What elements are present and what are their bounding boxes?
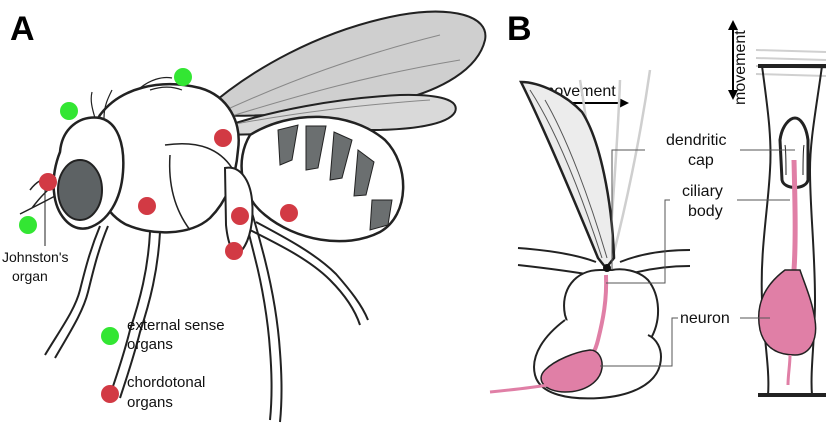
scolopale-inner [784, 144, 805, 176]
bristle-inner [529, 89, 608, 259]
neuron-axon [489, 383, 549, 394]
legend-chordotonal-label-line1: chordotonal [127, 374, 205, 391]
external-organ-dot [60, 102, 78, 120]
neuron-body [540, 349, 603, 393]
chordotonal-organ-dot [225, 242, 243, 260]
legend-external-label-line2: organs [127, 336, 173, 353]
ciliary-body-label-line1: ciliary [682, 183, 723, 200]
fly-bristles [90, 76, 183, 119]
movement-vertical-label: movement [732, 30, 749, 105]
external-organ-dot [174, 68, 192, 86]
chordotonal-axon [786, 354, 792, 386]
chordotonal-organ-diagram [755, 49, 827, 397]
movement-vertical-arrowhead-bottom [728, 90, 738, 100]
ciliary-body-label-line2: body [688, 203, 723, 220]
chordotonal-ghost-lines [755, 49, 827, 77]
external-organ-dot [19, 216, 37, 234]
fly-leg-hind-2 [249, 221, 369, 326]
fly-wing-veins [214, 34, 461, 126]
dendritic-cap-label-line2: cap [688, 152, 714, 169]
johnstons-label-line1: Johnston's [2, 249, 69, 265]
chordotonal-organ-dot [39, 173, 57, 191]
dendritic-cap-dot [603, 264, 611, 272]
chordotonal-neuron-body [758, 269, 817, 356]
chordotonal-organ-dot [231, 207, 249, 225]
dendritic-cap-leader [611, 149, 795, 270]
chordotonal-outline [760, 65, 823, 396]
panel-a-letter: A [10, 10, 35, 48]
chordotonal-organ-dot [280, 204, 298, 222]
panel-b-letter: B [507, 10, 532, 48]
ciliary-body-leader [606, 199, 790, 284]
scolopale-cap [778, 116, 810, 189]
neuron-leader [600, 317, 770, 367]
fly-leg-front [44, 225, 109, 359]
legend-chordotonal-swatch [101, 385, 119, 403]
movement-vertical-arrowhead-top [728, 20, 738, 30]
fly-leg-middle [109, 231, 161, 399]
abdomen-stripes [277, 124, 393, 231]
neuron-label: neuron [680, 310, 730, 327]
chordotonal-neuron-dendrite [791, 159, 798, 271]
legend-external-label-line1: external sense [127, 317, 225, 334]
johnstons-label-line2: organ [12, 268, 48, 284]
dendritic-cap-label-line1: dendritic [666, 132, 726, 149]
chordotonal-organ-dot [138, 197, 156, 215]
panel-b: B movement [489, 10, 827, 400]
bristle-shaft [518, 80, 616, 271]
movement-horizontal-arrowhead-right [619, 98, 629, 108]
fly-eye [57, 159, 103, 221]
legend-external-swatch [101, 327, 119, 345]
legend-chordotonal-label-line2: organs [127, 394, 173, 411]
panel-a: A Johnston's [2, 10, 487, 423]
chordotonal-organ-dot [214, 129, 232, 147]
thorax-detail [164, 143, 233, 231]
